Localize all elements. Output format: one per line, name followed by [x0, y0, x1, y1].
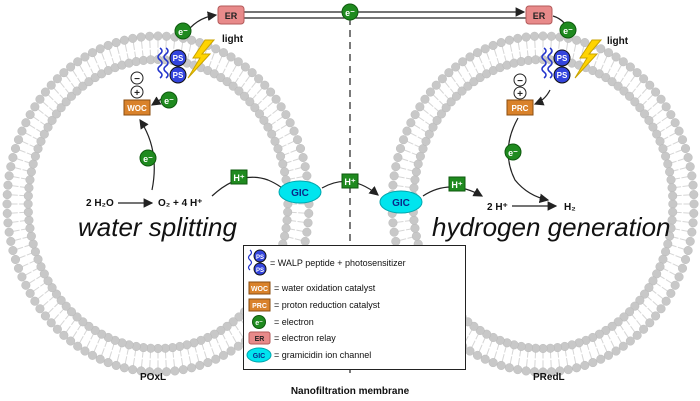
right-electron-to-prc [533, 89, 551, 106]
lightning-bolt-icon-right [574, 39, 603, 79]
left-proton-arrow [211, 176, 289, 197]
svg-text:ER: ER [533, 11, 546, 21]
svg-text:WOC: WOC [251, 286, 268, 293]
svg-text:GIC: GIC [291, 188, 309, 199]
svg-text:PRC: PRC [252, 303, 267, 310]
left-products: O₂ + 4 H⁺ [158, 198, 202, 209]
light-label-right: light [607, 36, 629, 47]
legend-row1-text: = WALP peptide + photosensitizer [270, 258, 406, 268]
legend-electron-icon: e⁻ [252, 315, 266, 329]
svg-text:+: + [517, 89, 523, 100]
svg-text:PRC: PRC [512, 104, 529, 113]
svg-text:PS: PS [173, 54, 184, 63]
left-title: water splitting [78, 212, 237, 242]
svg-text:PS: PS [557, 54, 568, 63]
legend-row5-text: = electron relay [274, 333, 336, 343]
svg-text:GIC: GIC [253, 353, 265, 360]
right-charge-minus: − [513, 73, 527, 87]
svg-text:e⁻: e⁻ [255, 320, 263, 327]
proton-middle: H⁺ [341, 173, 359, 189]
legend-er-icon: ER [248, 331, 271, 345]
svg-text:ER: ER [255, 336, 265, 343]
left-charge-plus: + [130, 85, 144, 99]
svg-text:PS: PS [256, 255, 264, 261]
right-electron-from-er: e⁻ [552, 15, 577, 39]
legend-row4-text: = electron [274, 317, 314, 327]
legend-gic-icon: GIC [246, 347, 272, 363]
svg-text:e⁻: e⁻ [563, 26, 573, 36]
svg-text:−: − [134, 74, 140, 85]
light-label-left: light [222, 34, 244, 45]
left-electron-mid: e⁻ [139, 119, 157, 191]
right-product: H₂ [564, 202, 576, 213]
svg-text:e⁻: e⁻ [345, 8, 355, 18]
proton-right: H⁺ [448, 176, 466, 192]
right-vesicle-label: PRedL [533, 372, 565, 383]
legend: PS PS = WALP peptide + photosensitizer W… [243, 245, 466, 370]
legend-row2-text: = water oxidation catalyst [274, 283, 376, 293]
svg-text:−: − [517, 76, 523, 87]
svg-text:e⁻: e⁻ [178, 27, 188, 37]
svg-text:H⁺: H⁺ [344, 177, 355, 187]
svg-text:H⁺: H⁺ [233, 173, 244, 183]
right-charge-plus: + [513, 86, 527, 100]
svg-text:WOC: WOC [127, 104, 147, 113]
right-electron-mid: e⁻ [504, 117, 550, 204]
gic-channel-right: GIC [379, 190, 423, 214]
svg-text:e⁻: e⁻ [164, 96, 174, 106]
prc-box: PRC [506, 99, 534, 116]
er-box-left: ER [217, 5, 245, 25]
membrane-label: Nanofiltration membrane [291, 386, 410, 397]
svg-text:PS: PS [557, 71, 568, 80]
left-charge-minus: − [130, 71, 144, 85]
legend-row6-text: = gramicidin ion channel [274, 350, 371, 360]
proton-left: H⁺ [230, 169, 248, 185]
left-vesicle [2, 31, 314, 377]
right-title: hydrogen generation [432, 212, 671, 242]
left-reactant: 2 H₂O [86, 198, 114, 209]
legend-woc-icon: WOC [248, 281, 271, 295]
svg-text:PS: PS [173, 71, 184, 80]
gic-channel-left: GIC [278, 180, 322, 204]
svg-text:PS: PS [256, 268, 264, 274]
svg-text:GIC: GIC [392, 198, 410, 209]
legend-row3-text: = proton reduction catalyst [274, 300, 380, 310]
svg-text:e⁻: e⁻ [143, 154, 153, 164]
left-electron-to-er: e⁻ [174, 11, 218, 40]
right-walp-ps: PS PS [541, 47, 571, 84]
svg-text:H⁺: H⁺ [451, 180, 462, 190]
svg-text:e⁻: e⁻ [508, 148, 518, 158]
left-vesicle-label: POxL [140, 372, 166, 383]
woc-box: WOC [123, 99, 151, 116]
left-walp-ps: PS PS [157, 47, 187, 84]
svg-text:ER: ER [225, 11, 238, 21]
right-reactant: 2 H⁺ [487, 202, 508, 213]
electron-top-middle: e⁻ [341, 3, 359, 21]
svg-text:+: + [134, 88, 140, 99]
left-electron-inner: e⁻ [150, 91, 178, 109]
legend-prc-icon: PRC [248, 298, 271, 312]
er-box-right: ER [525, 5, 553, 25]
legend-ps-icon: PS PS [247, 249, 267, 276]
lightning-bolt-icon-left [187, 39, 216, 79]
electron-relay-path [238, 7, 526, 19]
